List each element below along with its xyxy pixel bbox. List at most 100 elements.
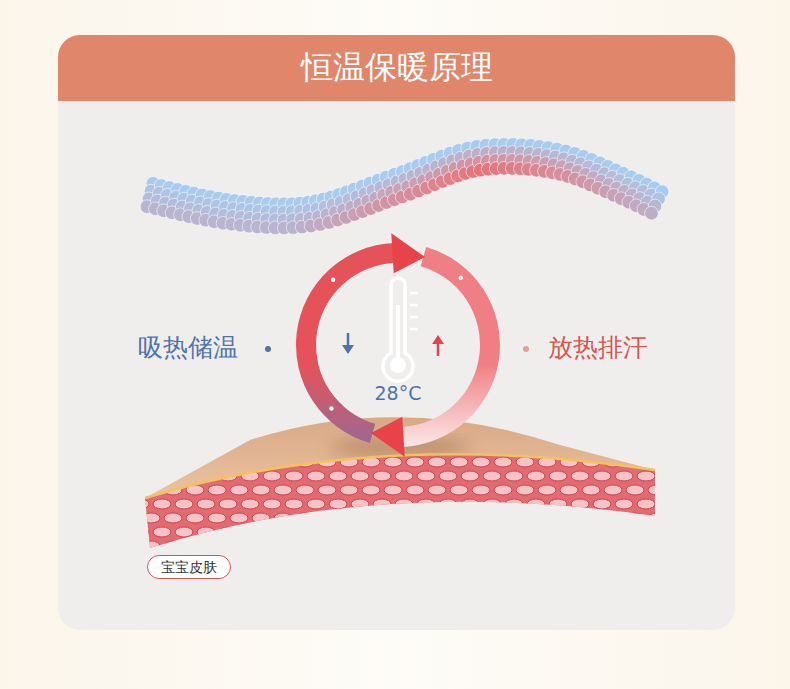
- skin-cell: [505, 415, 523, 425]
- skin-cell: [175, 471, 193, 481]
- skin-cell: [318, 541, 336, 551]
- skin-cell: [285, 527, 303, 537]
- fabric-bead: [645, 206, 659, 220]
- ring-arc: [401, 247, 500, 447]
- skin-cell: [494, 485, 512, 495]
- skin-cell: [604, 485, 622, 495]
- skin-cell: [494, 513, 512, 523]
- skin-cell: [593, 415, 611, 425]
- skin-cell: [241, 499, 259, 509]
- skin-cells: [131, 415, 666, 551]
- skin-cell: [527, 499, 545, 509]
- side-label: 放热排汗: [548, 333, 648, 363]
- skin-cell: [483, 415, 501, 425]
- skin-cell: [527, 527, 545, 537]
- ring-outline: [288, 235, 508, 455]
- skin-cell: [560, 513, 578, 523]
- skin-cell: [241, 443, 259, 453]
- skin-section: [145, 454, 655, 548]
- skin-cell: [131, 443, 149, 453]
- skin-cell: [329, 527, 347, 537]
- skin-cell: [373, 499, 391, 509]
- skin-cell: [153, 499, 171, 509]
- skin-cell: [307, 499, 325, 509]
- skin-cell: [197, 499, 215, 509]
- skin-cell: [615, 527, 633, 537]
- skin-cell: [285, 471, 303, 481]
- skin-cell: [472, 485, 490, 495]
- skin-cell: [516, 429, 534, 439]
- skin-cell: [571, 443, 589, 453]
- arrow-head: [391, 233, 425, 273]
- skin-cell: [252, 485, 270, 495]
- skin-cell: [571, 499, 589, 509]
- skin-cell: [384, 457, 402, 467]
- skin-cell: [549, 443, 567, 453]
- skin-cell: [406, 457, 424, 467]
- skin-cell: [274, 485, 292, 495]
- skin-cell: [395, 527, 413, 537]
- skin-cell: [340, 513, 358, 523]
- down-arrow: [342, 333, 354, 354]
- skin-cell: [263, 499, 281, 509]
- skin-cell: [395, 471, 413, 481]
- skin-cell: [549, 499, 567, 509]
- skin-cell: [263, 415, 281, 425]
- skin-cell: [142, 429, 160, 439]
- skin-cell: [461, 499, 479, 509]
- side-label: 吸热储温: [138, 333, 238, 363]
- skin-cell: [164, 457, 182, 467]
- skin-cell: [131, 499, 149, 509]
- skin-cell: [208, 541, 226, 551]
- skin-cell: [208, 457, 226, 467]
- skin-cell: [615, 415, 633, 425]
- skin-cell: [219, 443, 237, 453]
- skin-cell: [175, 527, 193, 537]
- skin-cell: [428, 485, 446, 495]
- skin-cell: [626, 541, 644, 551]
- skin-cell: [604, 429, 622, 439]
- skin-cell: [373, 527, 391, 537]
- skin-cell: [263, 527, 281, 537]
- skin-cell: [252, 457, 270, 467]
- skin-cell: [285, 415, 303, 425]
- skin-cell: [472, 429, 490, 439]
- skin-cell: [428, 541, 446, 551]
- skin-cell: [131, 527, 149, 537]
- skin-cell: [142, 541, 160, 551]
- skin-cell: [483, 471, 501, 481]
- skin-cell: [516, 457, 534, 467]
- skin-cell: [186, 513, 204, 523]
- skin-cell: [505, 527, 523, 537]
- skin-cell: [428, 513, 446, 523]
- skin-cell: [263, 443, 281, 453]
- skin-cell: [351, 471, 369, 481]
- skin-cell: [318, 485, 336, 495]
- skin-cell: [219, 415, 237, 425]
- skin-cell: [164, 429, 182, 439]
- skin-cell: [296, 541, 314, 551]
- skin-cell: [494, 429, 512, 439]
- pill-label: 宝宝皮肤: [161, 558, 217, 576]
- skin-cell: [461, 471, 479, 481]
- skin-cell: [340, 485, 358, 495]
- skin-cell: [571, 415, 589, 425]
- skin-cell: [450, 541, 468, 551]
- skin-cell: [494, 541, 512, 551]
- skin-cell: [362, 541, 380, 551]
- skin-cell: [373, 415, 391, 425]
- up-arrow: [432, 335, 444, 356]
- skin-cell: [516, 541, 534, 551]
- skin-cell: [131, 415, 149, 425]
- skin-cell: [197, 527, 215, 537]
- skin-cell: [186, 457, 204, 467]
- skin-cell: [274, 429, 292, 439]
- ring-arc: [296, 243, 395, 443]
- skin-cell: [417, 499, 435, 509]
- skin-cell: [175, 415, 193, 425]
- skin-cell: [274, 541, 292, 551]
- skin-cell: [626, 485, 644, 495]
- skin-cell: [615, 443, 633, 453]
